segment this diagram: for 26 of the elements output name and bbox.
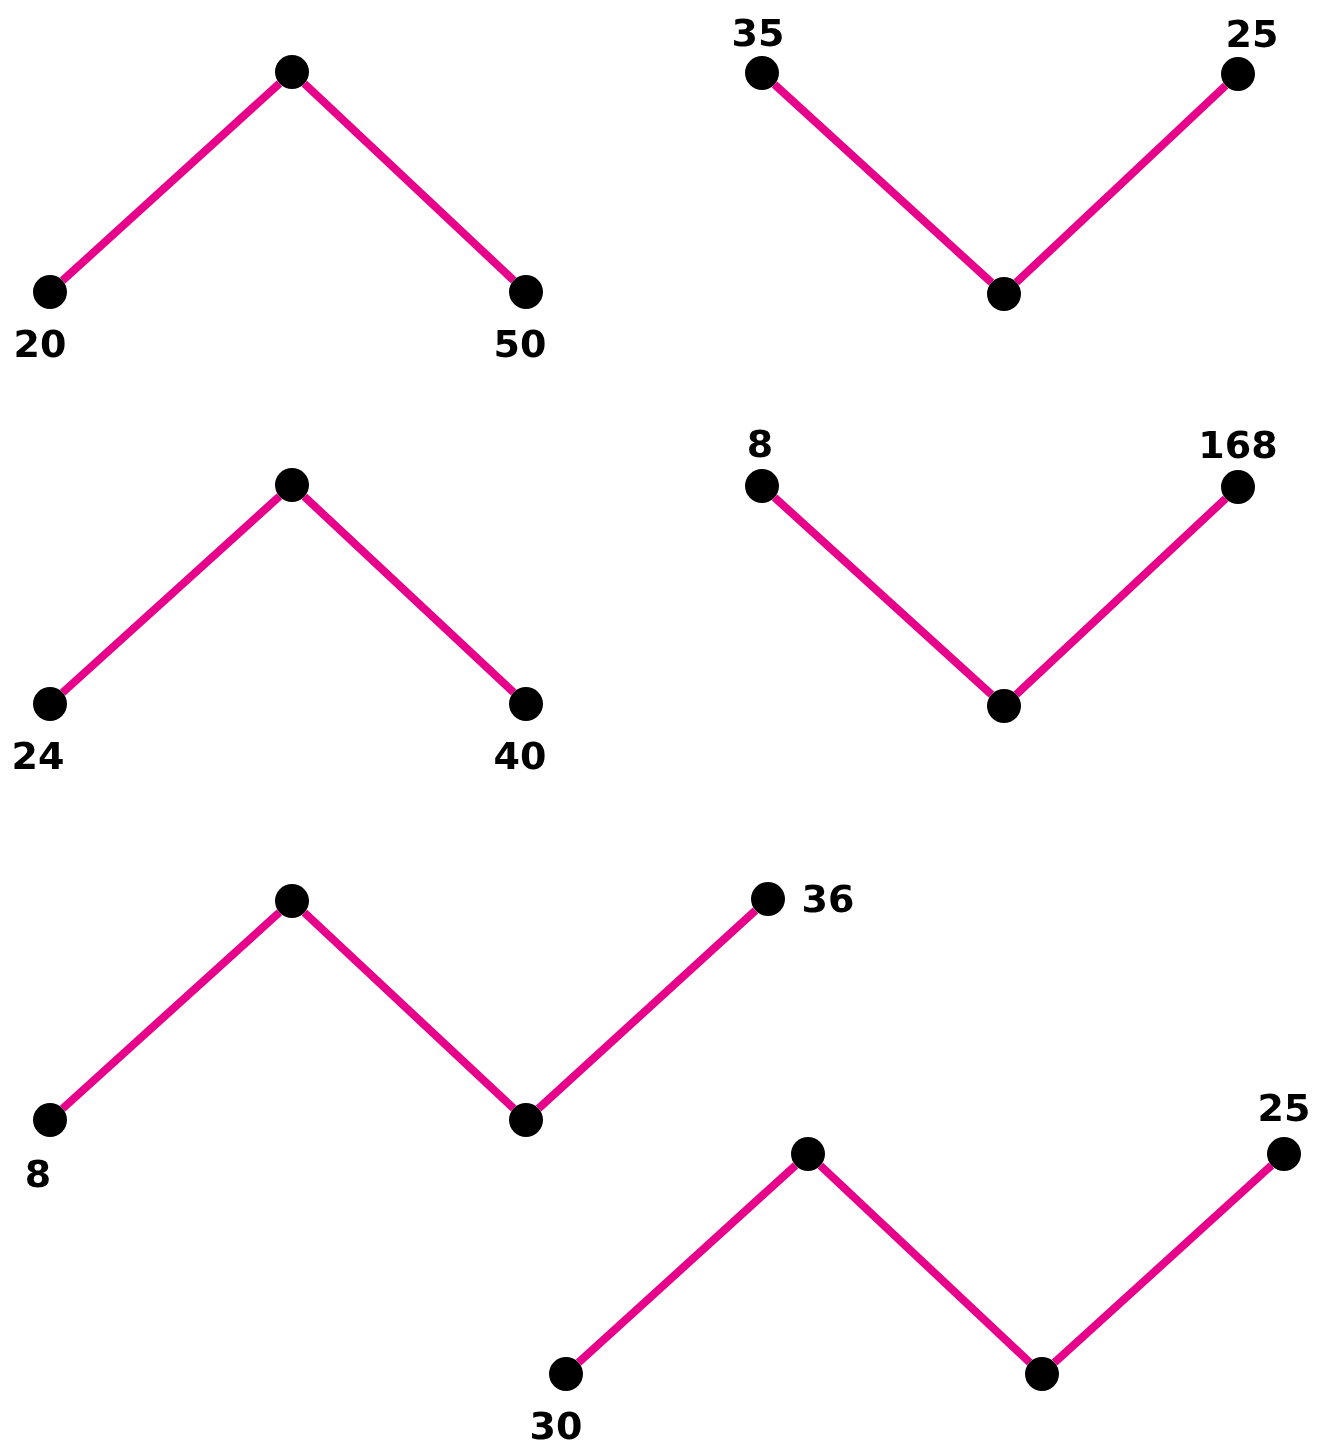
number-label: 168 xyxy=(1198,426,1278,464)
number-label: 25 xyxy=(1257,1089,1311,1127)
connector-line xyxy=(59,909,283,1112)
connector-line xyxy=(59,493,283,696)
connector-line xyxy=(301,493,517,696)
number-label: 24 xyxy=(11,737,65,775)
connector-line xyxy=(1013,82,1229,286)
connector-line xyxy=(817,1162,1033,1366)
number-label: 25 xyxy=(1225,15,1279,53)
number-label: 8 xyxy=(746,425,774,463)
number-label: 20 xyxy=(13,325,67,363)
connector-line xyxy=(301,80,517,284)
number-label: 35 xyxy=(731,14,785,52)
number-label: 36 xyxy=(801,880,855,918)
number-label: 30 xyxy=(529,1407,583,1444)
number-label: 8 xyxy=(24,1155,52,1193)
connector-line xyxy=(771,494,995,698)
connector-line xyxy=(1051,1162,1275,1366)
connector-line xyxy=(59,80,283,284)
connector-line xyxy=(301,909,517,1112)
connector-line xyxy=(535,907,759,1112)
number-label: 50 xyxy=(493,325,547,363)
connector-line xyxy=(771,81,995,286)
number-label: 40 xyxy=(493,737,547,775)
connector-line xyxy=(1013,495,1229,698)
connector-line xyxy=(575,1162,799,1366)
